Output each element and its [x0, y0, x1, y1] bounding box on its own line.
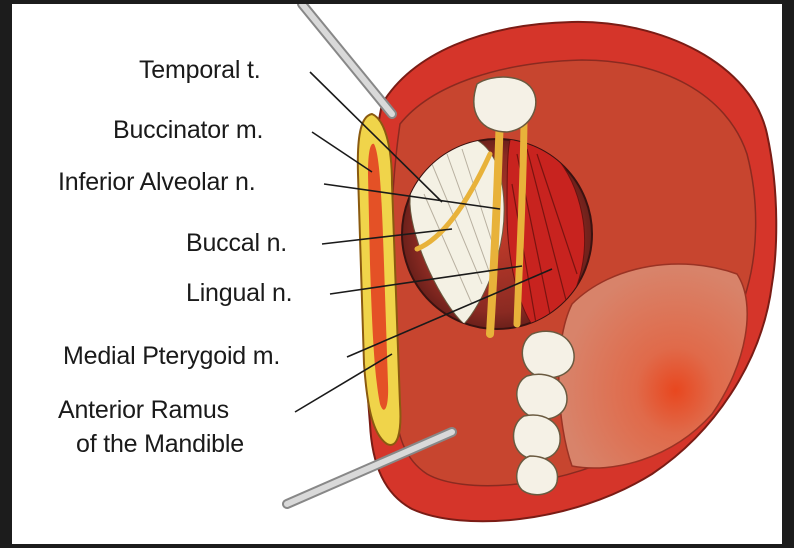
- tongue: [559, 264, 747, 468]
- label-buccinator-muscle: Buccinator m.: [113, 116, 263, 145]
- oral-anatomy-illustration: [12, 4, 782, 544]
- upper-teeth: [474, 77, 536, 132]
- anatomy-figure: Temporal t. Buccinator m. Inferior Alveo…: [12, 4, 782, 544]
- label-anterior-ramus-line1: Anterior Ramus: [58, 396, 229, 425]
- label-inferior-alveolar-nerve: Inferior Alveolar n.: [58, 168, 256, 197]
- label-medial-pterygoid-muscle: Medial Pterygoid m.: [63, 342, 280, 371]
- label-anterior-ramus-line2: of the Mandible: [76, 430, 244, 459]
- label-temporal-tendon: Temporal t.: [139, 56, 260, 85]
- label-buccal-nerve: Buccal n.: [186, 229, 287, 258]
- label-lingual-nerve: Lingual n.: [186, 279, 292, 308]
